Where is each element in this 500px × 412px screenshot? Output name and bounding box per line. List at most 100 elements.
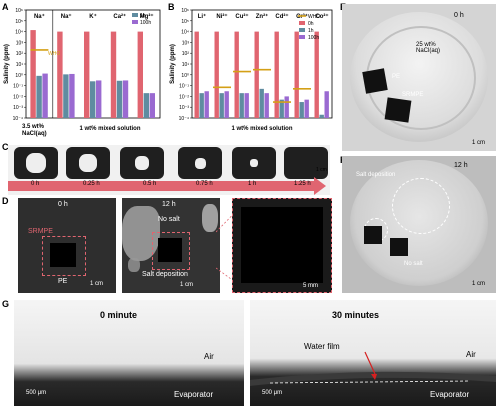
bar-1h [199, 93, 204, 118]
y-tick-label: 10⁻² [13, 94, 23, 100]
who-label: WHO [48, 51, 60, 57]
bar-100h [42, 73, 48, 118]
bar-1h [219, 93, 224, 118]
d-scale-3: 5 mm [303, 283, 318, 289]
bar-0h [137, 31, 143, 119]
g-left-scale: 500 μm [26, 390, 47, 396]
bar-0h [214, 31, 219, 119]
category-label: Ca²⁺ [113, 13, 126, 20]
y-tick-label: 10⁻³ [179, 105, 189, 111]
category-label: Cu²⁺ [235, 13, 248, 20]
panel-e-photo: 0 h 25 wt% NaCl(aq) PE SRMPE 1 cm [342, 4, 496, 151]
time-label-0: 0 h [31, 181, 40, 187]
g-water-film-label: Water film [304, 342, 340, 351]
panel-label-d: D [2, 196, 9, 206]
d-srmpe-square-12h [158, 238, 182, 262]
group-label-a2: 1 wt% mixed solution [79, 126, 140, 132]
time-label-2: 0.5 h [143, 181, 157, 187]
zoom-lines [216, 200, 246, 291]
y-tick-label: 10³ [16, 40, 24, 46]
c-white-patch-4 [250, 159, 258, 167]
d-scale-2: 1 cm [180, 282, 194, 288]
c-tile-2 [120, 147, 164, 179]
panel-d-zoom: 5 mm [232, 198, 332, 293]
y-tick-label: 10² [182, 51, 190, 57]
category-label: Na⁺ [61, 13, 72, 20]
legend-swatch-0h [299, 21, 305, 25]
f-time: 12 h [454, 162, 468, 169]
legend-label-0h: 0h [308, 21, 314, 27]
f-salt-deposition-label: Salt deposition [356, 172, 396, 178]
y-tick-label: 10² [16, 51, 24, 57]
y-tick-label: 10⁵ [181, 19, 189, 25]
f-srmpe-square [390, 238, 408, 256]
time-label-1: 0.25 h [83, 181, 100, 187]
bar-100h [304, 99, 309, 118]
bar-100h [264, 93, 269, 118]
d-no-salt-label: No salt [158, 216, 180, 223]
c-white-patch-1 [79, 154, 97, 172]
category-label: Co²⁺ [315, 13, 328, 20]
panel-d-0h: 0 h SRMPE PE 1 cm [18, 198, 116, 293]
bar-1h [279, 99, 284, 118]
g-right-evaporator: Evaporator [430, 390, 470, 399]
c-white-patch-2 [135, 156, 149, 170]
y-tick-label: 10⁻¹ [179, 84, 189, 90]
bar-0h [110, 31, 117, 119]
bar-0h [30, 30, 36, 118]
bar-0h [84, 31, 90, 119]
y-tick-label: 10⁻⁴ [13, 116, 23, 122]
e-scale: 1 cm [472, 140, 486, 146]
y-tick-label: 10⁴ [15, 30, 23, 36]
g-right-title: 30 minutes [332, 310, 380, 320]
bar-100h [224, 91, 229, 118]
category-label: Cd²⁺ [275, 13, 288, 20]
bar-100h [244, 93, 249, 118]
bar-100h [149, 93, 155, 118]
y-tick-label: 10⁻¹ [13, 84, 23, 90]
panel-label-c: C [2, 142, 9, 152]
g-right-air: Air [466, 350, 476, 359]
d-dashed-box [42, 236, 86, 276]
y-tick-label: 10⁻⁴ [179, 116, 189, 122]
bar-1h [239, 93, 244, 118]
panel-d-12h: 12 h No salt Salt deposition 1 cm [122, 198, 220, 293]
f-scale: 1 cm [472, 281, 486, 287]
g-right-scale: 500 μm [262, 390, 283, 396]
e-time: 0 h [454, 12, 464, 19]
bar-1h [90, 81, 96, 118]
g-left-evaporator: Evaporator [174, 390, 214, 399]
bar-100h [204, 91, 209, 118]
bar-1h [63, 74, 69, 118]
d-scale-1: 1 cm [90, 281, 104, 287]
bar-0h [57, 31, 63, 119]
y-tick-label: 10⁰ [15, 73, 23, 79]
d-time-0h: 0 h [58, 201, 68, 208]
f-pe-square [364, 226, 382, 244]
d-srmpe-square [50, 243, 76, 267]
legend-label-WHO: WHO [308, 14, 320, 20]
bar-0h [254, 31, 259, 119]
bar-100h [324, 91, 329, 118]
category-label: Li⁺ [198, 13, 207, 20]
bar-1h [116, 80, 123, 118]
c-tile-0 [14, 147, 58, 179]
legend-swatch-1h [132, 13, 138, 17]
c-tile-3 [178, 147, 222, 179]
g-left-title: 0 minute [100, 310, 138, 320]
e-srmpe-label: SRMPE [402, 92, 424, 98]
legend-swatch-1h [299, 28, 305, 32]
bar-0h [194, 31, 199, 119]
bar-0h [234, 31, 239, 119]
chart-b: 10⁻⁴10⁻³10⁻²10⁻¹10⁰10¹10²10³10⁴10⁵10⁶Sal… [170, 8, 333, 132]
c-white-patch-3 [194, 157, 206, 169]
bar-1h [299, 102, 304, 118]
f-salt-circle-1 [392, 178, 450, 234]
timeline-arrow-head [314, 177, 326, 195]
y-tick-label: 10⁻³ [13, 105, 23, 111]
legend-label-1h: 1h [308, 28, 314, 34]
d-time-12h: 12 h [162, 201, 176, 208]
c-tile-4 [232, 147, 276, 179]
panel-label-b: B [168, 2, 175, 12]
c-tile-1 [66, 147, 110, 179]
